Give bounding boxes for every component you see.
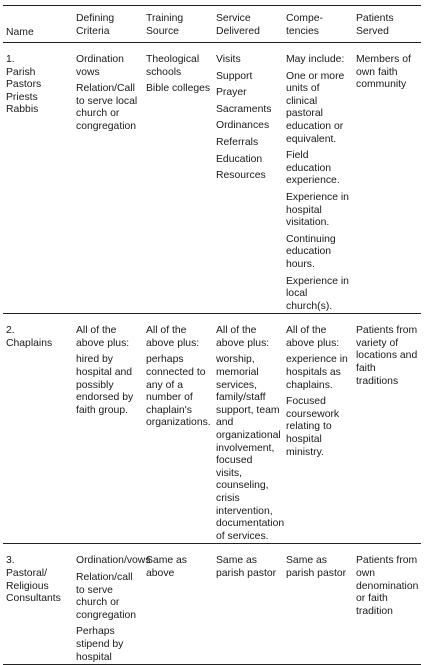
row-title-line: Pastoral/ Religious Consultants: [6, 567, 61, 605]
cell-training-source: All of the above plus: perhaps connected…: [143, 314, 213, 544]
patients-item: Members of own faith community: [356, 54, 411, 91]
cell-competencies: Same as parish pastor: [283, 544, 353, 665]
competency-item: experience in hospitals as chaplains.: [286, 354, 348, 391]
competency-item: Same as parish pastor: [286, 555, 347, 579]
competency-item: Field education experience.: [286, 150, 340, 187]
cell-name: 2. Chaplains: [3, 314, 73, 544]
training-item: perhaps connected to any of a number of …: [146, 354, 211, 429]
training-item: Same as above: [146, 555, 188, 579]
competency-item: All of the above plus:: [286, 325, 340, 349]
cell-defining-criteria: Ordination/vows Relation/call to serve c…: [73, 544, 151, 665]
service-item: Sacraments: [216, 103, 272, 115]
patients-item: Patients from variety of locations and f…: [356, 325, 418, 387]
row-number: 2.: [6, 325, 15, 337]
competency-item: Experience in hospital visitation.: [286, 191, 349, 229]
row-number: 3.: [6, 555, 15, 567]
patients-item: Patients from own denomination or faith …: [356, 555, 419, 617]
table-row: 1. Parish Pastors Priests Rabbis Ordinat…: [3, 43, 421, 314]
cell-patients-served: Patients from variety of locations and f…: [353, 314, 421, 544]
cell-patients-served: Patients from own denomination or faith …: [353, 544, 421, 665]
competency-item: Focused coursework relating to hospital …: [286, 396, 340, 458]
service-item: Same as parish pastor: [216, 555, 277, 579]
criteria-item: Relation/call to serve church or congreg…: [76, 571, 137, 621]
criteria-item: hired by hospital and possibly endorsed …: [76, 354, 134, 416]
cell-defining-criteria: Ordination vows Relation/Call to serve l…: [73, 43, 143, 314]
training-item: Theological schools: [146, 54, 200, 78]
header-name: Name: [6, 27, 34, 39]
criteria-item: Perhaps stipend by hospital: [76, 626, 124, 663]
criteria-item: Ordination vows: [76, 54, 124, 78]
row-title-line: Priests: [6, 91, 38, 103]
service-item: All of the above plus:: [216, 325, 270, 349]
training-item: Bible colleges: [146, 83, 211, 95]
table-row: 2. Chaplains All of the above plus: hire…: [3, 314, 421, 544]
service-item: Support: [216, 70, 253, 82]
cell-name: 1. Parish Pastors Priests Rabbis: [3, 43, 73, 314]
criteria-item: All of the above plus:: [76, 325, 130, 349]
clergy-comparison-table: Name Defining Criteria Training Source S…: [3, 5, 421, 665]
competency-item: One or more units of clinical pastoral e…: [286, 70, 345, 145]
service-item: Resources: [216, 170, 266, 182]
service-item: Education: [216, 153, 263, 165]
service-item: Prayer: [216, 87, 247, 99]
training-item: All of the above plus:: [146, 325, 200, 349]
table-row: 3. Pastoral/ Religious Consultants Ordin…: [3, 544, 421, 665]
cell-service-delivered: Visits Support Prayer Sacraments Ordinan…: [213, 43, 283, 314]
header-training-source: Training Source: [146, 13, 184, 37]
service-item: worship, memorial services, family/staff…: [216, 354, 285, 542]
criteria-item: Ordination/vows: [76, 555, 151, 567]
header-patients-served: Patients Served: [356, 13, 394, 37]
row-title-line: Chaplains: [6, 337, 53, 349]
service-item: Visits: [216, 54, 241, 65]
row-title-line: Rabbis: [6, 104, 39, 116]
service-item: Ordinances: [216, 120, 270, 132]
competency-item: Continuing education hours.: [286, 233, 336, 270]
header-service-delivered: Service Delivered: [216, 13, 260, 37]
row-title-line: Parish Pastors: [6, 66, 42, 91]
cell-service-delivered: All of the above plus: worship, memorial…: [213, 314, 285, 544]
service-item: Referrals: [216, 136, 259, 148]
header-row: Name Defining Criteria Training Source S…: [3, 5, 421, 43]
competency-item: May include:: [286, 54, 345, 65]
header-competencies: Compe-tencies: [286, 13, 323, 37]
row-number: 1.: [6, 54, 15, 65]
cell-training-source: Theological schools Bible colleges: [143, 43, 213, 314]
cell-service-delivered: Same as parish pastor: [213, 544, 283, 665]
competency-item: Experience in local church(s).: [286, 275, 349, 312]
cell-training-source: Same as above: [143, 544, 213, 665]
cell-patients-served: Members of own faith community: [353, 43, 421, 314]
cell-name: 3. Pastoral/ Religious Consultants: [3, 544, 73, 665]
cell-defining-criteria: All of the above plus: hired by hospital…: [73, 314, 143, 544]
cell-competencies: May include: One or more units of clinic…: [283, 43, 353, 314]
criteria-item: Relation/Call to serve local church or c…: [76, 83, 138, 132]
cell-competencies: All of the above plus: experience in hos…: [283, 314, 353, 544]
header-defining-criteria: Defining Criteria: [76, 13, 115, 37]
